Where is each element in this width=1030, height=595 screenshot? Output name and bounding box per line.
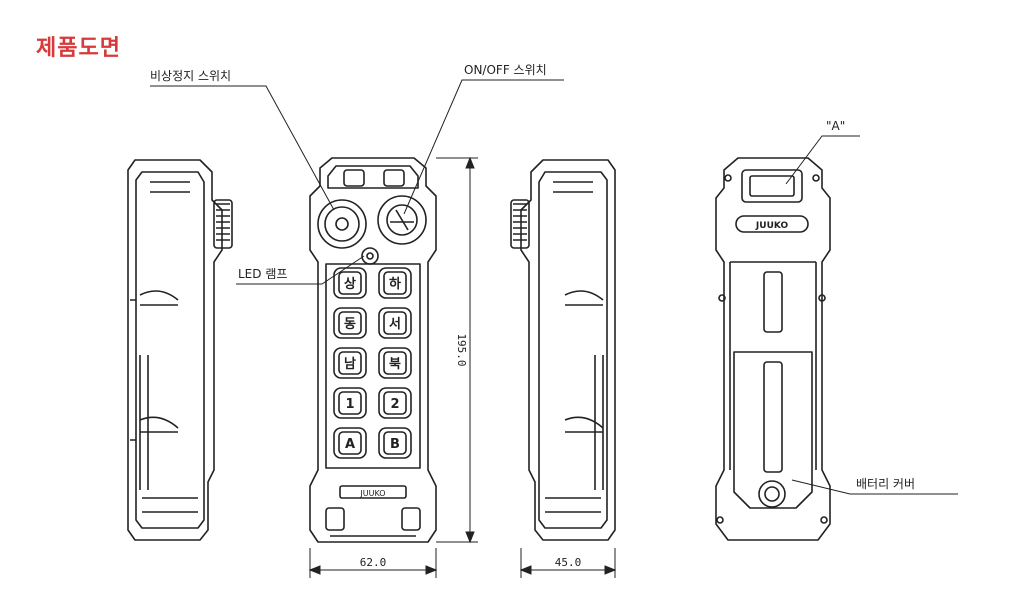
- button-south: 남: [344, 356, 356, 372]
- front-view: [309, 157, 437, 543]
- dimension-lines: [308, 156, 617, 578]
- emergency-stop-label: 비상정지 스위치: [150, 69, 231, 83]
- button-2: 2: [390, 397, 399, 412]
- button-grid: [333, 267, 412, 459]
- depth-dimension: 45.0: [555, 556, 582, 569]
- page-title: 제품도면: [36, 36, 121, 61]
- leader-lines: [150, 79, 958, 495]
- battery-cover-label: 배터리 커버: [856, 477, 915, 491]
- button-west: 서: [389, 317, 401, 332]
- button-down: 하: [389, 276, 401, 292]
- button-1: 1: [345, 397, 354, 412]
- button-up: 상: [344, 277, 356, 292]
- button-a: A: [345, 437, 355, 452]
- left-side-view: [127, 159, 233, 541]
- led-lamp-label: LED 램프: [238, 267, 287, 281]
- height-dimension: 195.0: [455, 333, 468, 366]
- detail-a-label: "A": [826, 119, 845, 133]
- button-north: 북: [389, 357, 401, 372]
- back-brand-plate: JUUKO: [755, 221, 789, 231]
- button-east: 동: [344, 317, 356, 332]
- button-b: B: [390, 437, 400, 452]
- front-logo-plate: JUUKO: [359, 489, 385, 498]
- back-view: [715, 157, 831, 541]
- on-off-switch-label: ON/OFF 스위치: [464, 63, 547, 77]
- width-dimension: 62.0: [360, 556, 387, 569]
- right-side-view: [510, 159, 616, 541]
